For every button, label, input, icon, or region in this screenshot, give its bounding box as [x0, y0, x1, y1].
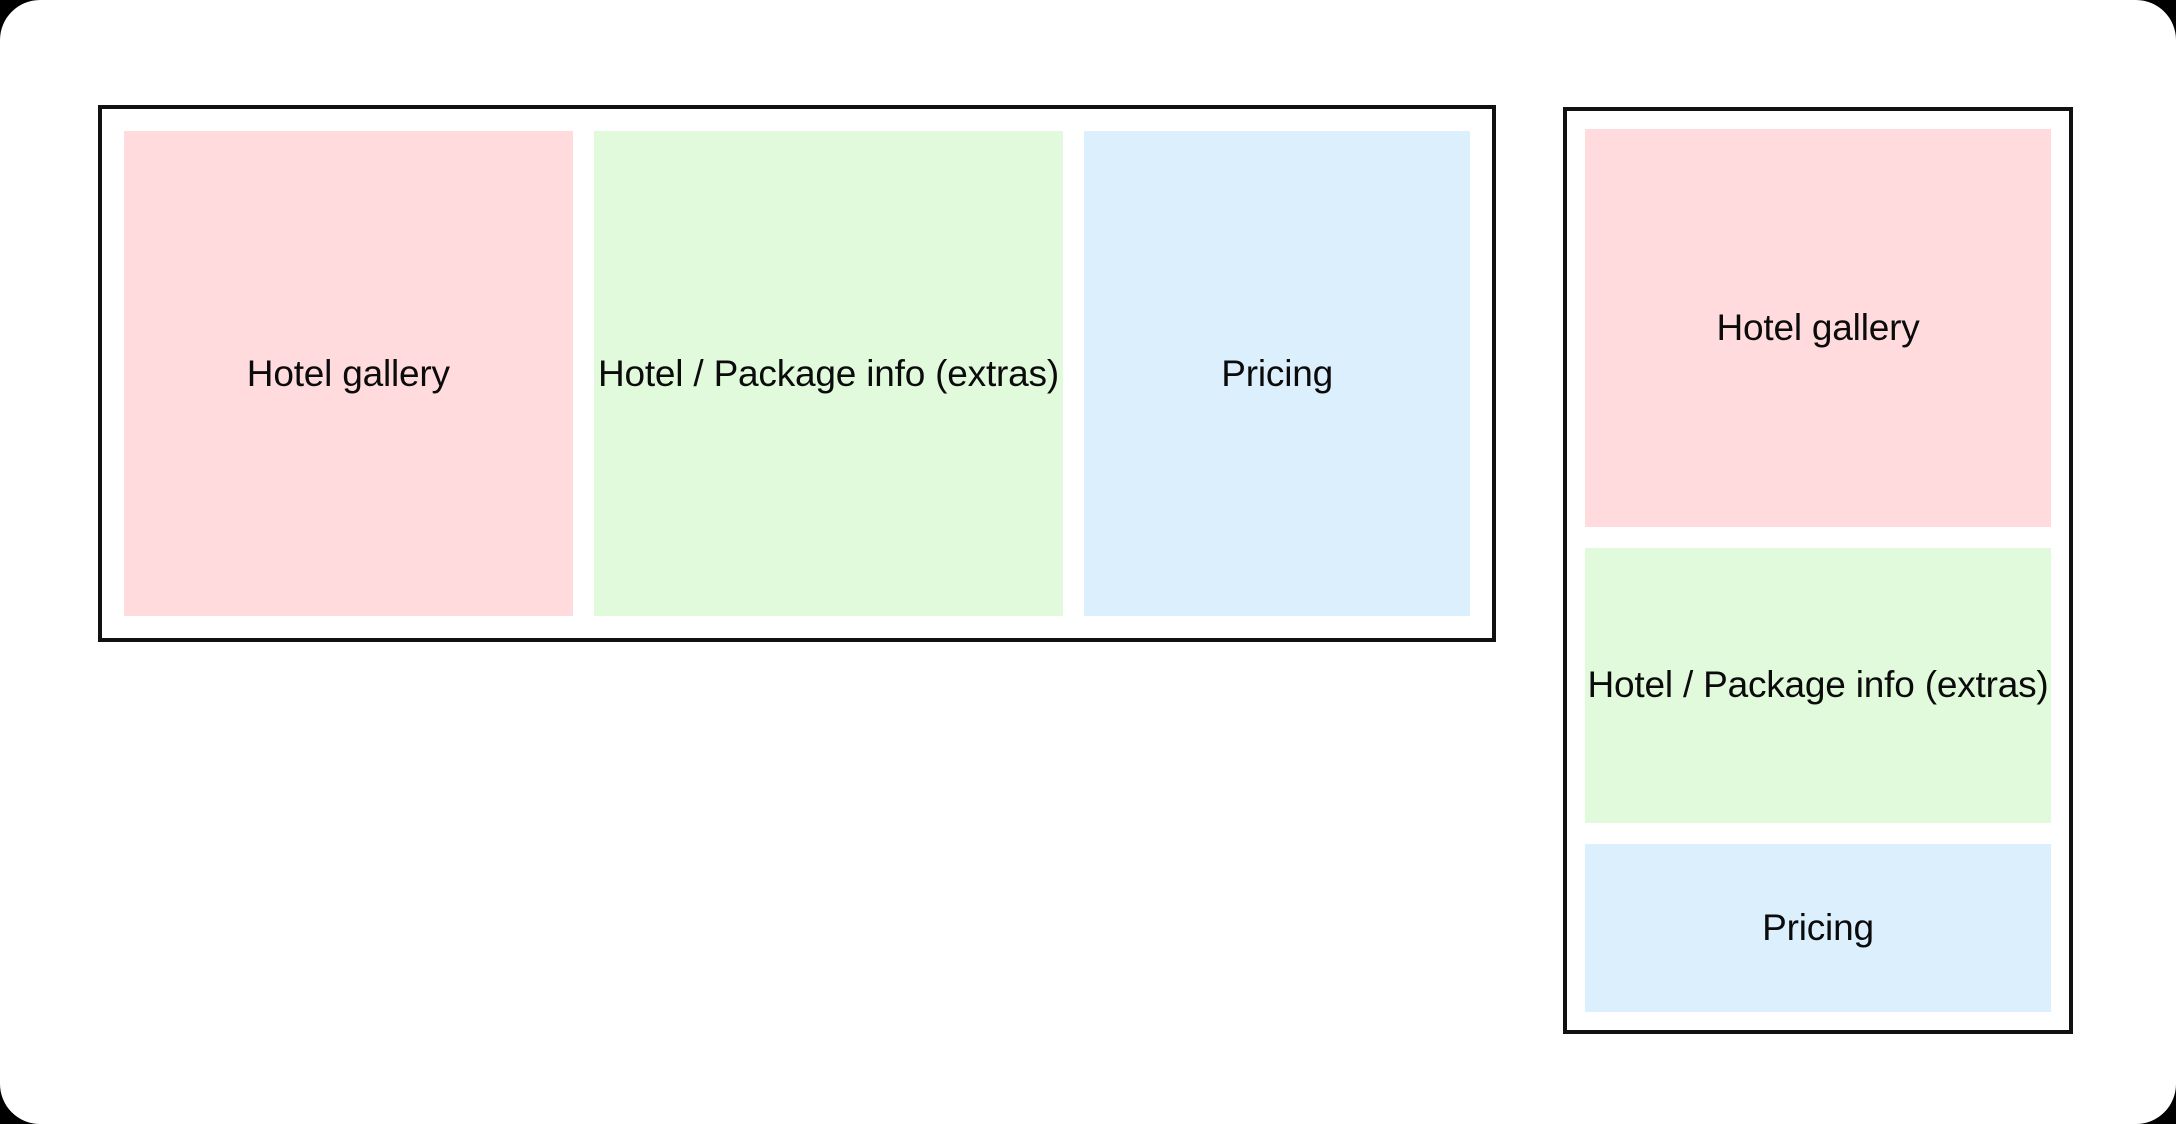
mobile-layout-frame: Hotel gallery Hotel / Package info (extr…: [1563, 107, 2073, 1034]
mobile-package-info-label: Hotel / Package info (extras): [1587, 664, 2049, 706]
mobile-hotel-gallery-box: Hotel gallery: [1585, 129, 2051, 527]
desktop-layout-frame: Hotel gallery Hotel / Package info (extr…: [98, 105, 1496, 642]
mobile-hotel-gallery-label: Hotel gallery: [1716, 306, 1920, 348]
mobile-package-info-box: Hotel / Package info (extras): [1585, 547, 2051, 824]
desktop-pricing-label: Pricing: [1221, 352, 1333, 394]
mobile-pricing-label: Pricing: [1762, 907, 1874, 949]
desktop-package-info-box: Hotel / Package info (extras): [593, 131, 1064, 616]
desktop-pricing-box: Pricing: [1084, 131, 1470, 616]
desktop-hotel-gallery-box: Hotel gallery: [124, 131, 573, 616]
mobile-pricing-box: Pricing: [1585, 844, 2051, 1012]
desktop-hotel-gallery-label: Hotel gallery: [246, 352, 450, 394]
desktop-package-info-label: Hotel / Package info (extras): [597, 352, 1059, 394]
